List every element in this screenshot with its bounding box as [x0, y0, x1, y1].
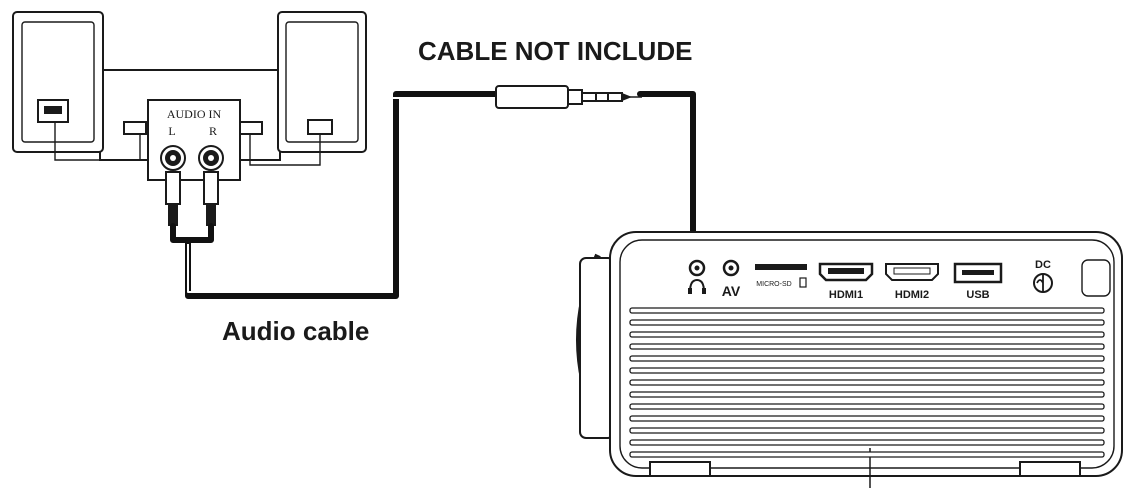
- grille-slat: [629, 415, 1105, 422]
- audio-jack-icon: [495, 85, 632, 109]
- projector-grille: [629, 307, 1105, 458]
- rca-plug-icon: [165, 171, 219, 226]
- audio-in-label: AUDIO IN: [167, 107, 222, 121]
- grille-slat: [629, 319, 1105, 326]
- grille-slat: [629, 427, 1105, 434]
- port-panel: AV MICRO-SD HDMI1 HDMI2 USB: [688, 259, 1111, 301]
- grille-slat: [629, 451, 1105, 458]
- grille-slat: [629, 331, 1105, 338]
- hdmi1-port: HDMI1: [818, 262, 874, 301]
- audio-cable-label: Audio cable: [222, 316, 369, 346]
- grille-slat: [629, 379, 1105, 386]
- grille-slat: [629, 343, 1105, 350]
- av-port-label: AV: [722, 283, 741, 299]
- grille-slat: [629, 403, 1105, 410]
- headphone-jack: [688, 259, 706, 294]
- speaker-system: AUDIO IN L R: [12, 11, 367, 226]
- hdmi2-port: HDMI2: [885, 263, 939, 301]
- projector-icon: AV MICRO-SD HDMI1 HDMI2 USB: [576, 231, 1123, 488]
- cable-not-include-label: CABLE NOT INCLUDE: [418, 36, 692, 66]
- grille-slat: [629, 391, 1105, 398]
- audio-cable: [170, 85, 696, 299]
- usb-label: USB: [966, 289, 989, 301]
- dc-port: DC: [1033, 259, 1053, 293]
- grille-slat: [629, 367, 1105, 374]
- rca-jack-left: [160, 145, 186, 171]
- power-icon: [1036, 275, 1044, 291]
- audio-in-panel: AUDIO IN L R: [147, 99, 241, 181]
- rca-jack-right: [198, 145, 224, 171]
- usb-port: USB: [953, 262, 1003, 301]
- sd-slot-label: MICRO-SD: [756, 281, 791, 288]
- headphone-icon: [689, 278, 705, 293]
- hdmi2-label: HDMI2: [895, 289, 929, 301]
- hdmi1-label: HDMI1: [829, 289, 863, 301]
- sd-card-slot: MICRO-SD: [755, 264, 807, 288]
- right-channel-label: R: [209, 124, 217, 138]
- left-channel-label: L: [168, 124, 175, 138]
- left-speaker-icon: [12, 11, 104, 153]
- dc-label: DC: [1035, 259, 1051, 271]
- av-port: AV: [722, 259, 741, 299]
- grille-slat: [629, 307, 1105, 314]
- grille-slat: [629, 355, 1105, 362]
- grille-slat: [629, 439, 1105, 446]
- right-speaker-icon: [277, 11, 367, 153]
